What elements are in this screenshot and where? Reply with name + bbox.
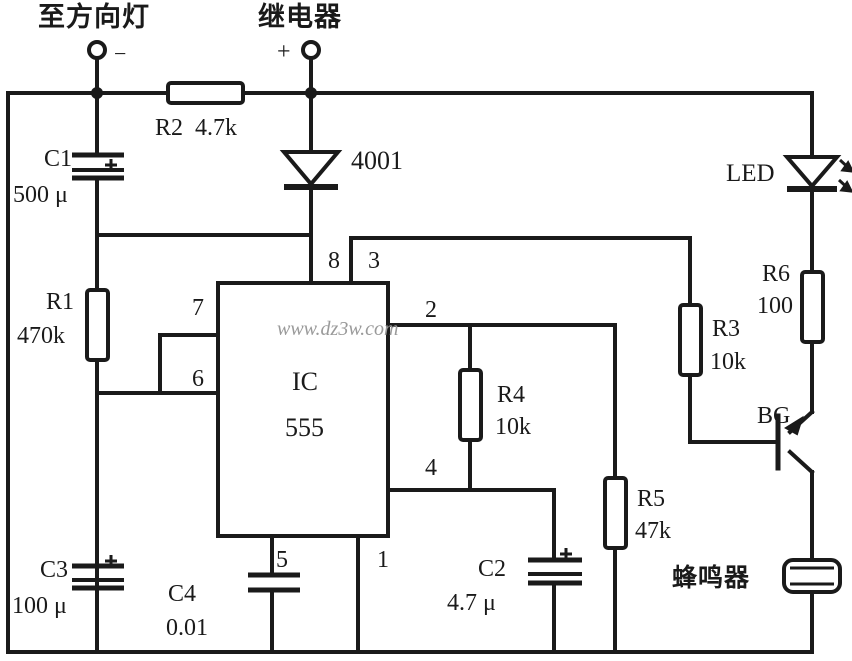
resistor-r4-body — [458, 368, 483, 442]
ic-pin-7: 7 — [192, 295, 204, 321]
transistor-arrow — [784, 415, 804, 436]
resistor-r2-label: R2 4.7k — [155, 115, 238, 141]
led-emission-arrows — [837, 158, 852, 193]
ic-555-body — [216, 281, 390, 538]
ic-pin-2: 2 — [425, 297, 437, 323]
plus-sign: + — [277, 39, 291, 65]
resistor-r6-body — [800, 270, 825, 344]
buzzer-body — [782, 558, 842, 594]
wire-emitter — [787, 449, 815, 475]
led-label: LED — [726, 160, 775, 187]
terminal-right-circle — [301, 40, 321, 60]
capacitor-c3-label: C3 — [40, 557, 69, 583]
led-body — [782, 155, 842, 190]
capacitor-c1-label: C1 — [44, 146, 73, 172]
ic-pin-1: 1 — [377, 547, 389, 573]
resistor-r5-body — [603, 476, 628, 550]
diode-4001-label: 4001 — [351, 146, 403, 175]
capacitor-c1-value: 500 μ — [13, 182, 68, 208]
resistor-r4-label: R4 — [497, 382, 526, 408]
capacitor-c4-value: 0.01 — [166, 615, 208, 641]
right-terminal-label: 继电器 — [258, 2, 342, 33]
diode-4001-body — [279, 150, 343, 188]
resistor-r3-label: R3 — [712, 316, 741, 342]
ic-pin-4: 4 — [425, 455, 437, 481]
resistor-r5-value: 47k — [635, 518, 671, 544]
left-terminal-label: 至方向灯 — [38, 2, 150, 33]
transistor-bg-label: BG — [757, 403, 791, 429]
terminal-left-circle — [87, 40, 107, 60]
resistor-r2-body — [166, 81, 245, 105]
ic-pin-3: 3 — [368, 248, 380, 274]
resistor-r6-label: R6 — [762, 261, 791, 287]
site-watermark: www.dz3w.com — [277, 318, 399, 340]
ic-pin-5: 5 — [276, 547, 288, 573]
resistor-r1-label: R1 — [46, 289, 75, 315]
buzzer-label: 蜂鸣器 — [672, 563, 751, 592]
resistor-r1-body — [85, 288, 110, 362]
resistor-r1-value: 470k — [17, 323, 65, 349]
ic-pin-6: 6 — [192, 366, 204, 392]
ic-555-label-line2: 555 — [285, 413, 324, 442]
capacitor-c3-value: 100 μ — [12, 593, 67, 619]
resistor-r4-value: 10k — [495, 414, 531, 440]
ic-pin-8: 8 — [328, 248, 340, 274]
capacitor-c4-label: C4 — [168, 581, 197, 607]
ic-555-label-line1: IC — [292, 367, 318, 396]
junction-dots — [91, 87, 317, 99]
minus-sign: − — [114, 41, 127, 66]
resistor-r6-value: 100 — [757, 293, 793, 319]
resistor-r3-body — [678, 303, 703, 377]
cap-polarity-marks — [105, 159, 572, 567]
capacitor-c2-label: C2 — [478, 556, 507, 582]
resistor-r5-label: R5 — [637, 486, 666, 512]
capacitor-c2-value: 4.7 μ — [447, 590, 496, 616]
resistor-r3-value: 10k — [710, 349, 746, 375]
